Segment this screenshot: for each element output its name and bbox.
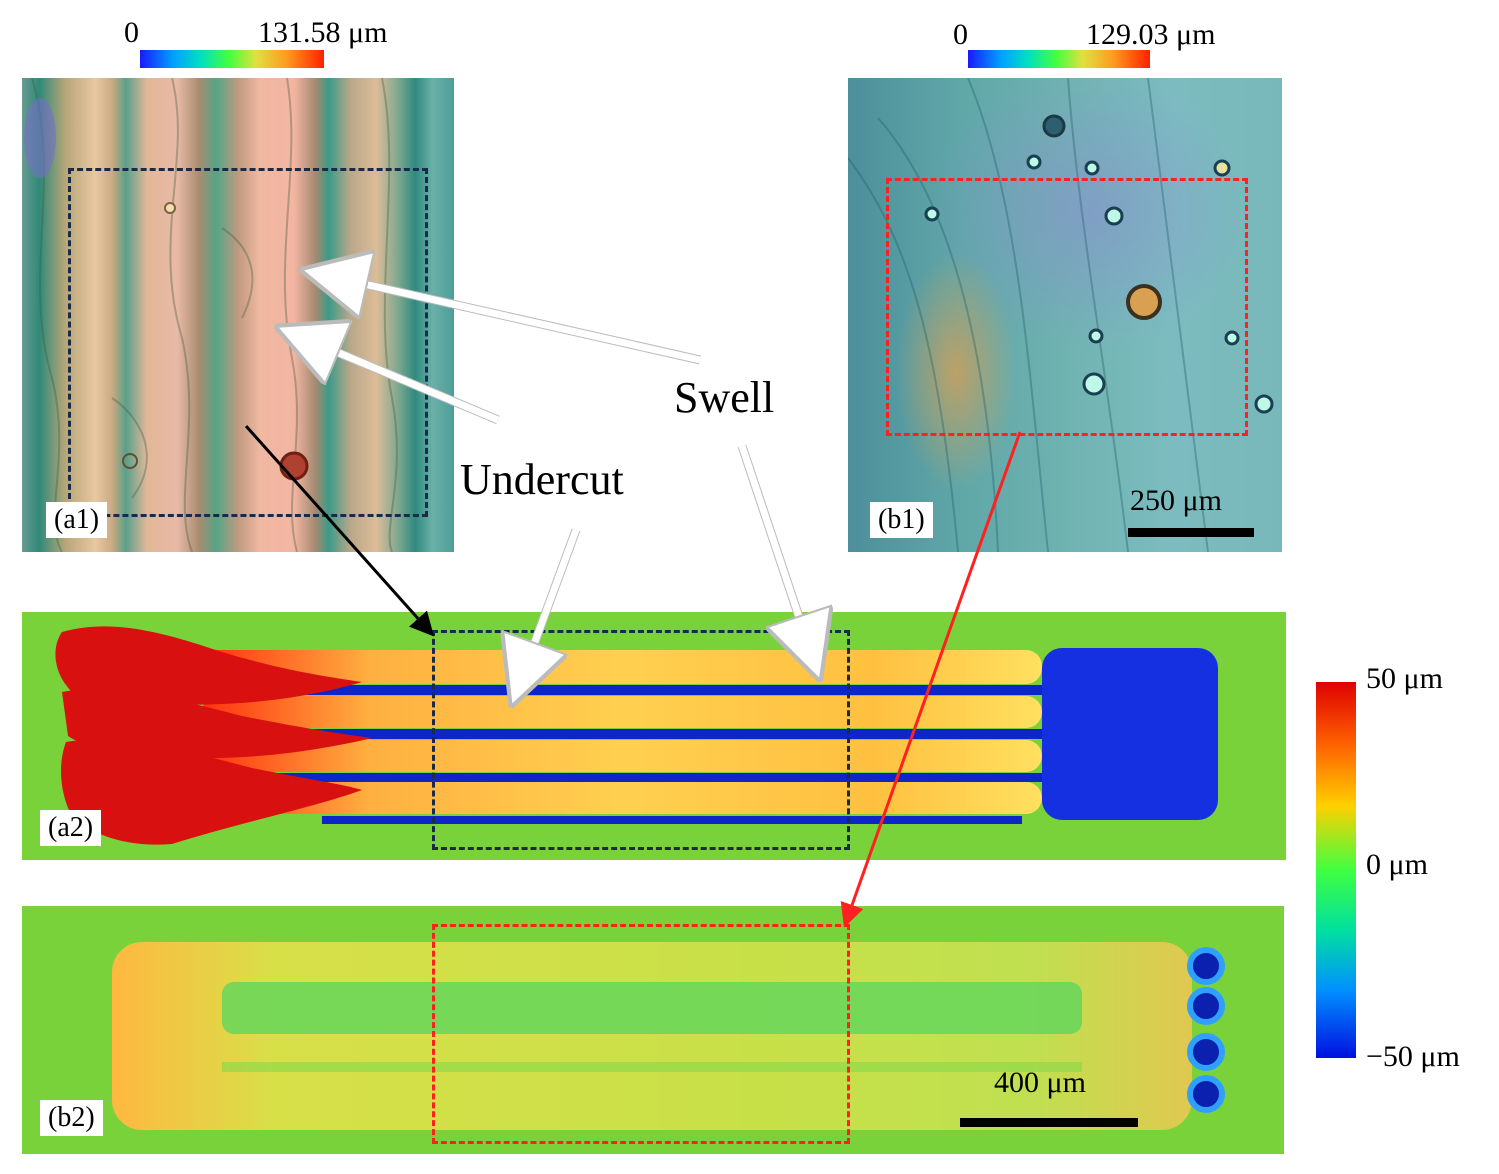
- b2-height-map: (b2) 400 μm: [22, 906, 1284, 1154]
- a1-selection-box: [68, 168, 428, 517]
- a1-scale-min: 0: [124, 16, 139, 49]
- swell-arrow-a1: [320, 274, 701, 364]
- b1-to-b2-connector: [840, 431, 1022, 928]
- b1-scalebar: [1128, 528, 1254, 537]
- undercut-arrow-a2: [518, 528, 580, 688]
- b2-scalebar: [960, 1118, 1138, 1127]
- colorbar-max-label: 50 μm: [1366, 662, 1443, 695]
- swell-annotation: Swell: [674, 373, 775, 422]
- swell-arrow-a2: [738, 444, 814, 662]
- a1-colorbar: [140, 50, 324, 68]
- b2-selection-box: [432, 924, 850, 1144]
- a1-scale-max: 131.58 μm: [258, 16, 388, 49]
- a2-selection-box: [432, 630, 850, 850]
- height-colorbar: [1316, 682, 1356, 1058]
- colorbar-min-label: −50 μm: [1366, 1040, 1460, 1073]
- undercut-arrow-a1: [294, 334, 500, 424]
- b2-scalebar-label: 400 μm: [994, 1066, 1086, 1099]
- a2-tracks: [55, 626, 1218, 845]
- a2-panel-label: (a2): [40, 810, 102, 846]
- a1-height-map-image: (a1): [22, 78, 454, 552]
- colorbar-mid-label: 0 μm: [1366, 848, 1428, 881]
- b2-panel-label: (b2): [40, 1100, 103, 1136]
- b1-texture: [848, 78, 1274, 552]
- b2-tracks: [112, 942, 1225, 1130]
- b1-scale-max: 129.03 μm: [1086, 18, 1216, 51]
- b1-panel-label: (b1): [870, 502, 933, 538]
- undercut-annotation: Undercut: [460, 455, 624, 504]
- a2-height-map: (a2): [22, 612, 1286, 860]
- a1-to-a2-connector: [244, 425, 434, 637]
- a1-panel-label: (a1): [46, 502, 108, 538]
- b1-scalebar-label: 250 μm: [1130, 484, 1222, 517]
- b1-colorbar: [968, 50, 1150, 68]
- b1-scale-min: 0: [953, 18, 968, 51]
- b1-selection-box: [886, 178, 1248, 436]
- b1-height-map-image: (b1) 250 μm: [848, 78, 1282, 552]
